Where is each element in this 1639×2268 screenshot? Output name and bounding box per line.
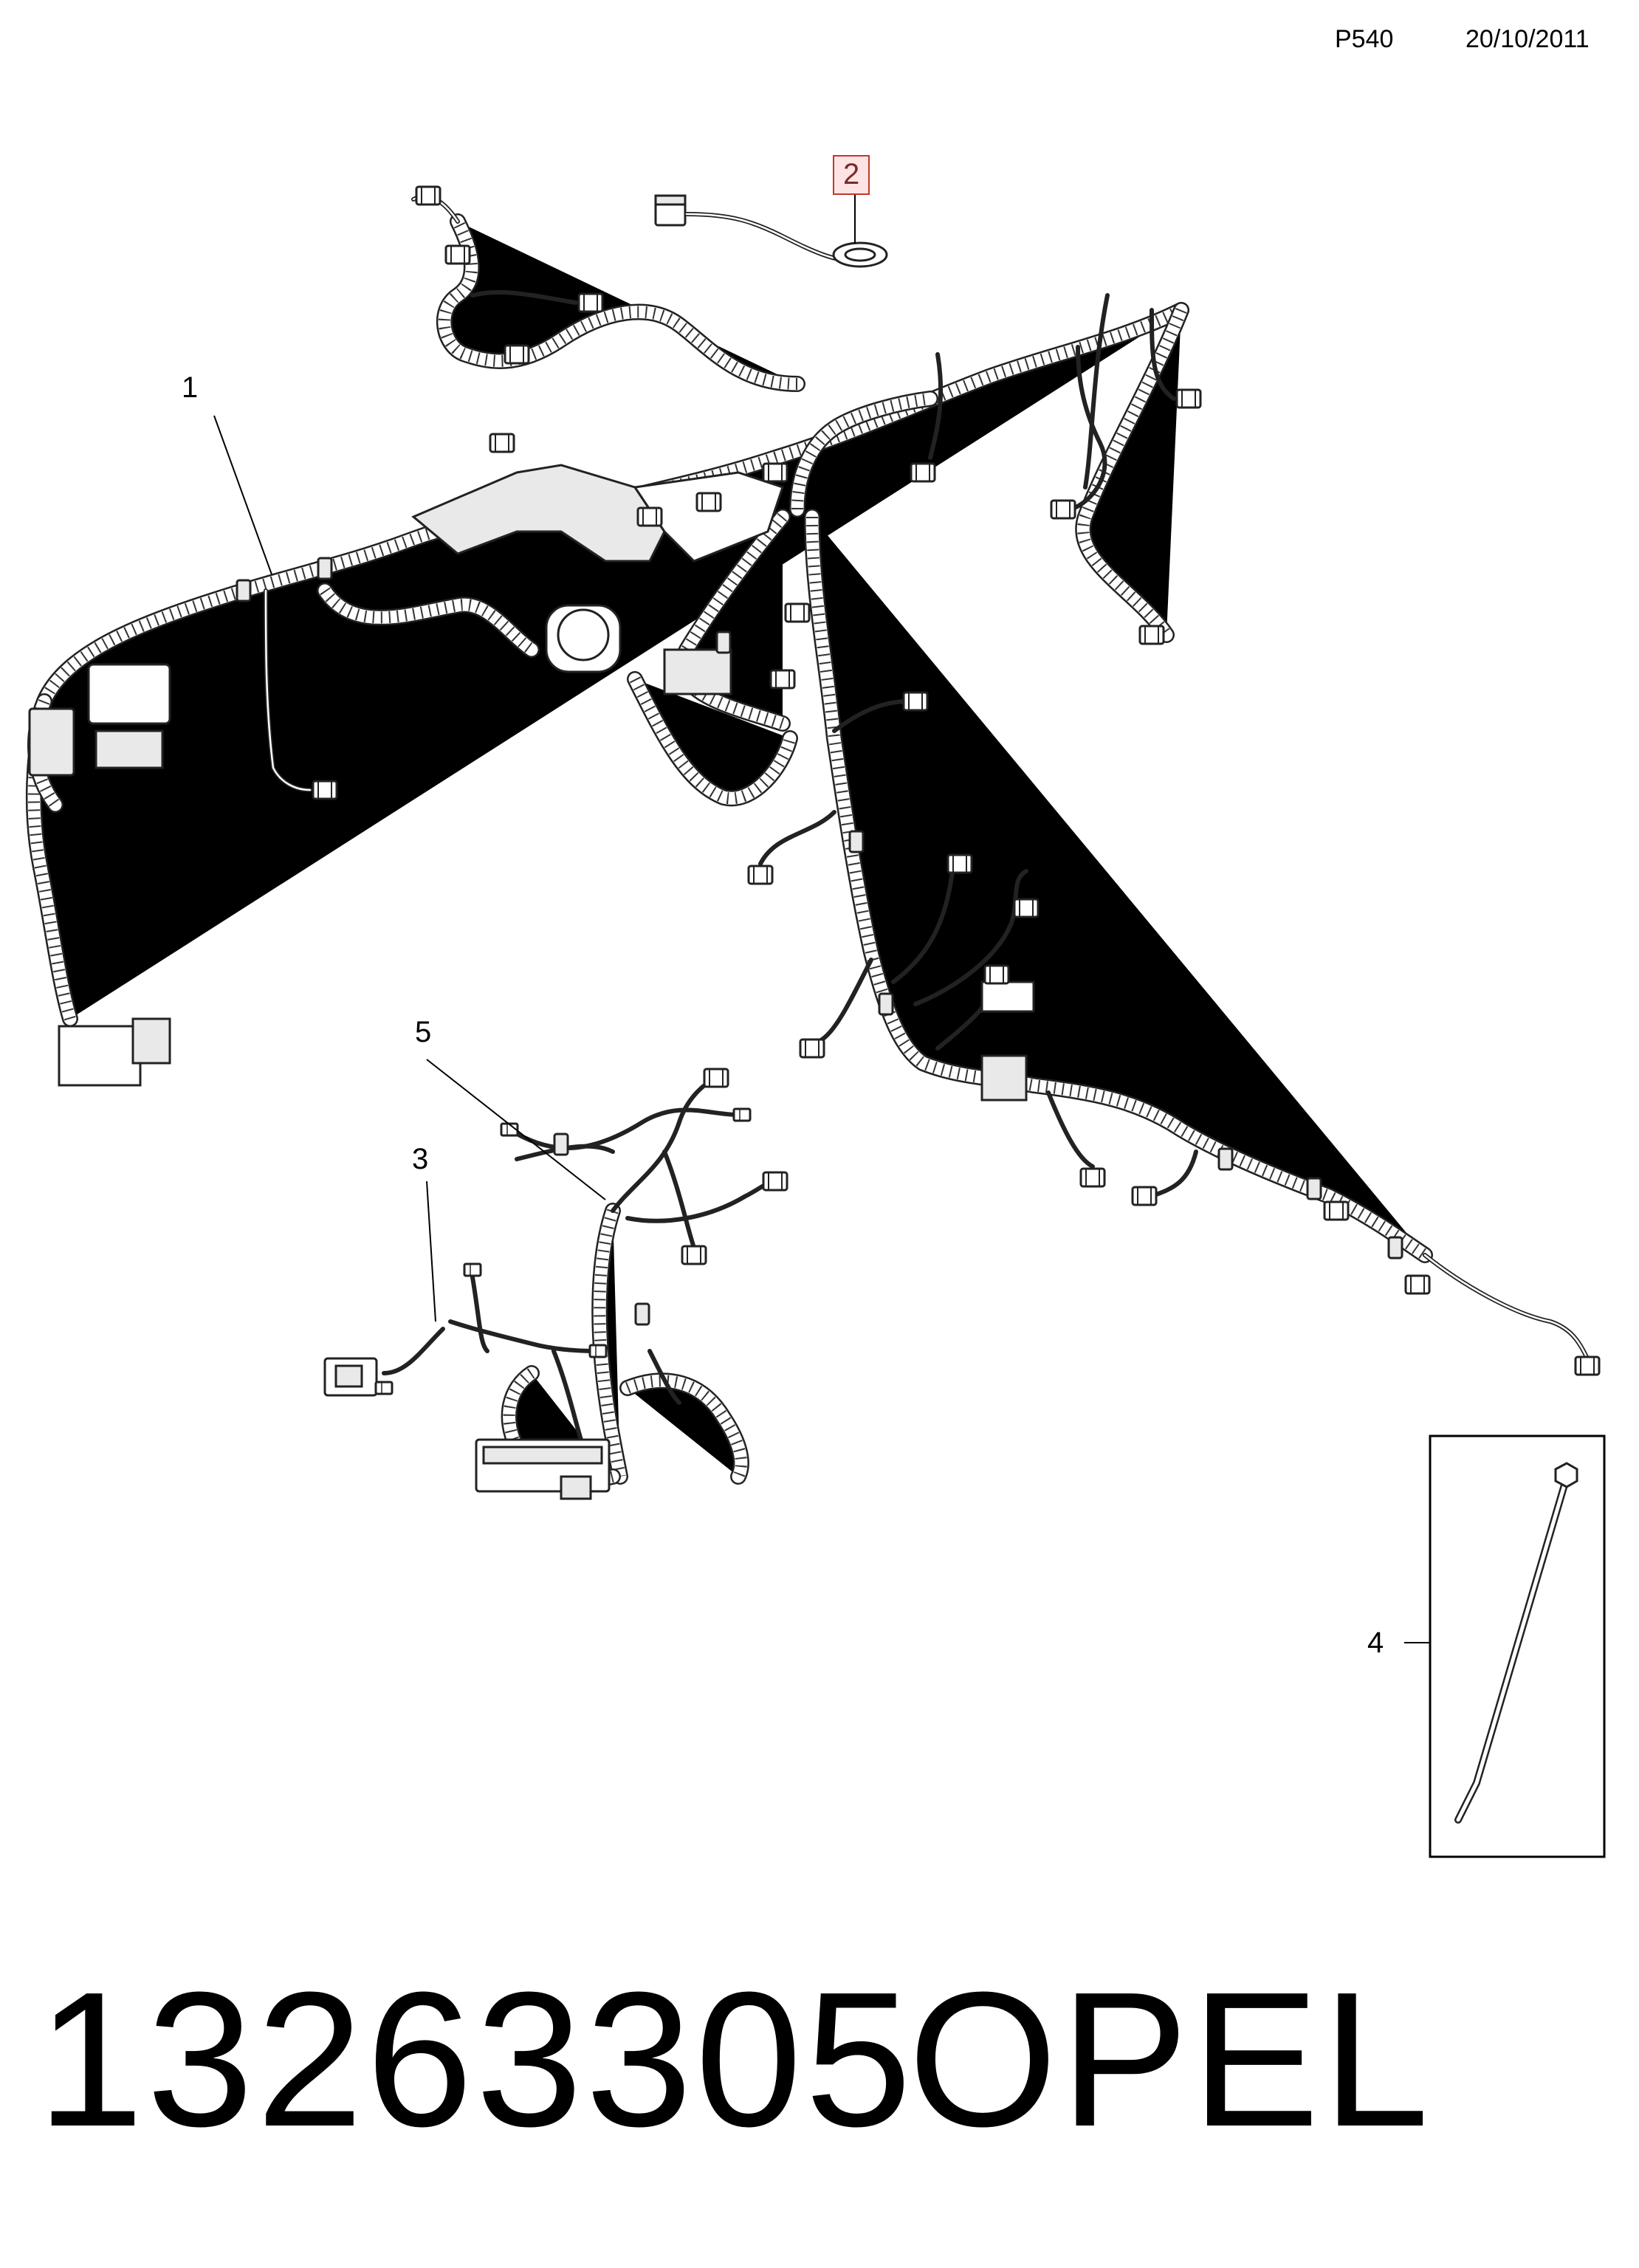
harness-part-3: [323, 1068, 788, 1500]
brand-name: OPEL: [908, 1953, 1432, 2167]
harness-part-2: [654, 194, 888, 268]
callout-1[interactable]: 1: [182, 371, 199, 404]
callout-3[interactable]: 3: [412, 1143, 429, 1175]
part-4-box: [1429, 1434, 1606, 1858]
part-number: 13263305: [37, 1953, 915, 2167]
diagram-code: P540: [1335, 25, 1394, 53]
callout-4[interactable]: 4: [1367, 1626, 1384, 1659]
callout-2[interactable]: 2: [833, 155, 870, 195]
callout-leaders: [213, 190, 1430, 1643]
diagram-date: 20/10/2011: [1466, 25, 1590, 53]
callout-5[interactable]: 5: [415, 1016, 432, 1048]
harness-main: [30, 185, 1601, 1376]
